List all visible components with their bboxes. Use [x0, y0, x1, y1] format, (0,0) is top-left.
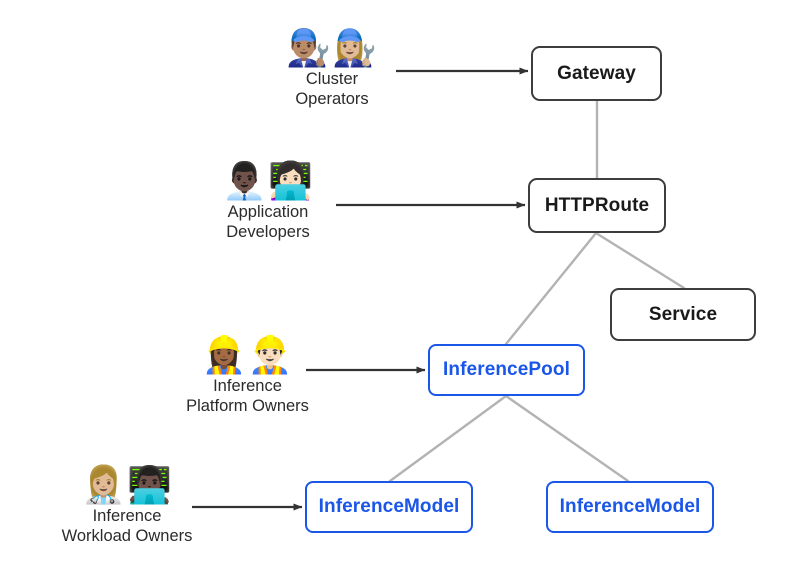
actor-label-line: Workload Owners — [61, 526, 193, 545]
node-label: Gateway — [557, 62, 636, 84]
node-httproute[interactable]: HTTPRoute — [528, 178, 666, 233]
node-inferencemodel-left[interactable]: InferenceModel — [305, 481, 473, 533]
node-inferencepool[interactable]: InferencePool — [428, 344, 585, 396]
node-label: InferencePool — [443, 359, 570, 380]
actor-label-line: Developers — [226, 222, 310, 241]
actor-label-line: Application — [227, 202, 309, 221]
actor-label-line: Inference — [92, 506, 162, 525]
actor-label-line: Cluster — [305, 69, 359, 88]
actor-label-line: Operators — [295, 89, 369, 108]
link-inferencepool-model-left — [388, 394, 508, 483]
link-httproute-service — [594, 231, 686, 290]
link-inferencepool-model-right — [504, 394, 630, 483]
man-mechanic-icon woman-mechanic-icon: 👨🏽‍🔧👩🏼‍🔧 — [286, 28, 378, 69]
woman-health-worker-icon man-technologist-icon: 👩🏼‍⚕️👨🏿‍💻 — [81, 465, 173, 506]
node-label: Service — [648, 303, 718, 325]
node-inferencemodel-right[interactable]: InferenceModel — [546, 481, 714, 533]
node-label: HTTPRoute — [544, 194, 650, 216]
node-label: InferenceModel — [318, 496, 460, 517]
node-service[interactable]: Service — [610, 288, 756, 341]
actor-label-line: Inference — [213, 376, 282, 395]
actor-label-line: Platform Owners — [186, 396, 309, 415]
link-httproute-inferencepool — [504, 231, 598, 346]
woman-construction-worker-icon man-construction-worker-icon: 👷🏾‍♀️👷🏻‍♂️ — [201, 335, 294, 376]
node-gateway[interactable]: Gateway — [531, 46, 662, 101]
man-office-worker-icon woman-technologist-icon: 👨🏿‍💼👩🏻‍💻 — [222, 161, 314, 202]
persona-arrows — [192, 67, 529, 511]
node-label: InferenceModel — [559, 496, 701, 517]
